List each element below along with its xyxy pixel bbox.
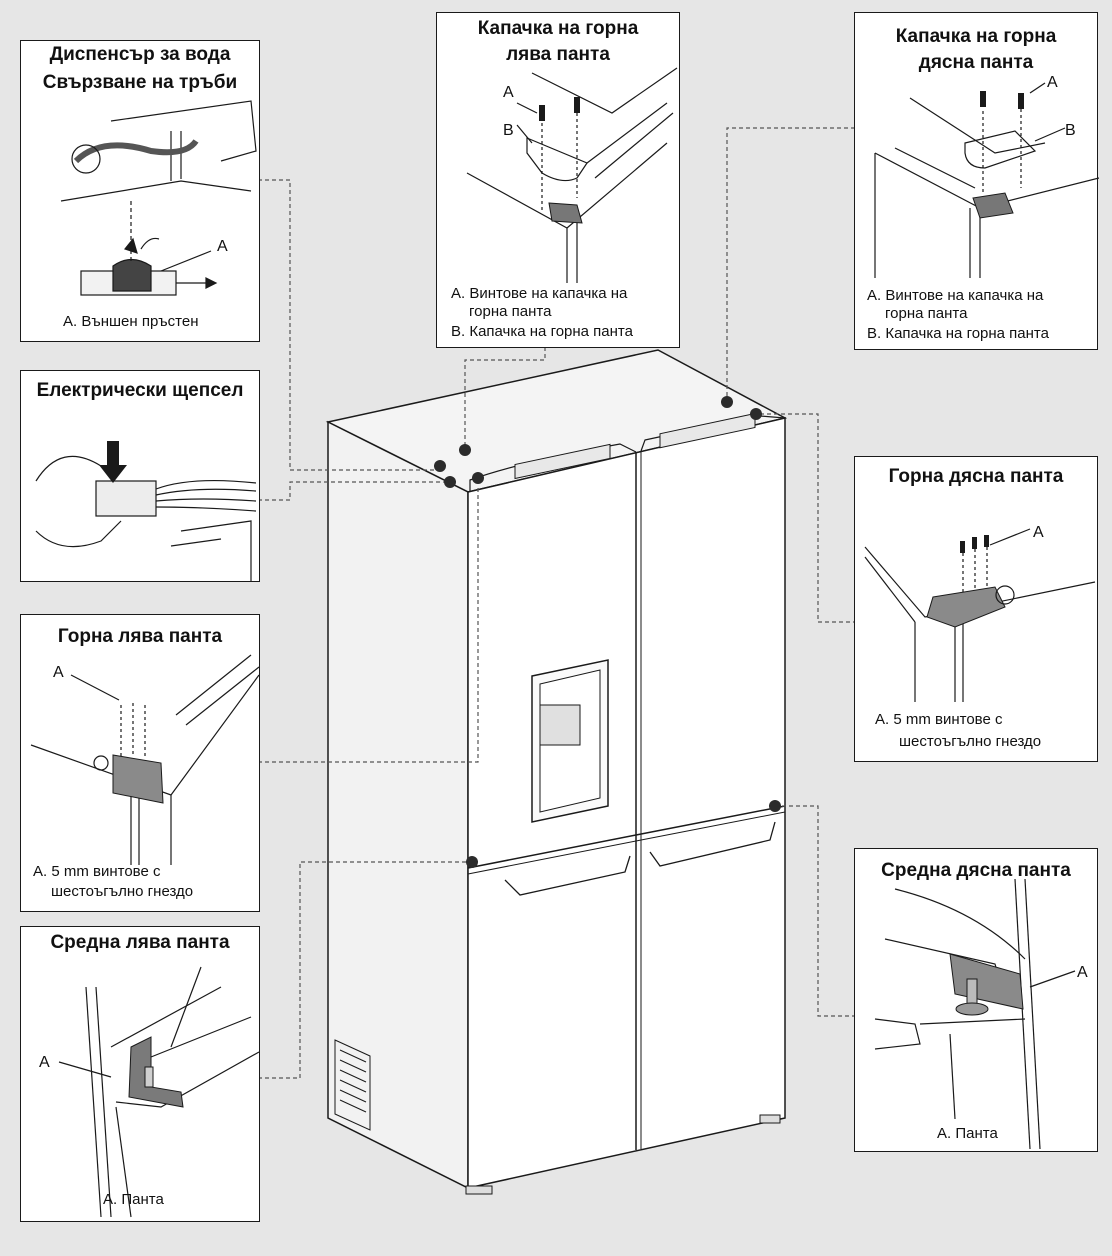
panel-electric-plug: Електрически щепсел [20, 370, 260, 582]
trh-caption-line1: A. 5 mm винтове с [875, 711, 1003, 728]
marker-water [434, 460, 446, 472]
marker-top-right-hinge [750, 408, 762, 420]
tlc-label-a: A [503, 84, 514, 101]
panel-middle-left-hinge: A Средна лява панта A. Панта [20, 926, 260, 1222]
tlc-caption-line1: A. Винтове на капачка на [451, 285, 628, 302]
top-left-cover-drawing: A B [466, 67, 678, 283]
trc-caption-line2: горна панта [885, 305, 968, 322]
panel-water-dispenser: A Диспенсър за вода Свързване на тръби A… [20, 40, 260, 342]
tlc-label-b: B [503, 122, 514, 139]
middle-left-hinge-drawing: A [39, 966, 260, 1218]
marker-top-left-cover [459, 444, 471, 456]
panel-top-right-hinge: A Горна дясна панта A. 5 mm винтове с ше… [854, 456, 1098, 762]
panel-top-right-cover: A B Капачка на горна дясна панта A. Винт… [854, 12, 1099, 350]
top-left-hinge-drawing: A [30, 654, 260, 865]
trc-title-line1: Капачка на горна [895, 26, 1057, 47]
water-title-line2: Свързване на тръби [42, 72, 238, 93]
mlh-label-a: A [39, 1054, 50, 1071]
tlh-label-a: A [53, 664, 64, 681]
tlh-title: Горна лява панта [57, 626, 223, 647]
water-title-line1: Диспенсър за вода [49, 44, 231, 65]
mrh-title: Средна дясна панта [881, 860, 1071, 881]
trc-label-b: B [1065, 122, 1076, 139]
panel-top-left-cover: A B Капачка на горна лява панта A. Винто… [436, 12, 680, 348]
tlc-caption-line3: B. Капачка на горна панта [451, 323, 633, 340]
mlh-title: Средна лява панта [50, 932, 230, 953]
mlh-caption: A. Панта [103, 1191, 164, 1208]
middle-right-hinge-drawing: A [874, 878, 1088, 1150]
marker-middle-left [466, 856, 478, 868]
panel-middle-right-hinge: A Средна дясна панта A. Панта [854, 848, 1098, 1152]
marker-middle-right [769, 800, 781, 812]
trh-title: Горна дясна панта [888, 466, 1064, 487]
trh-caption-line2: шестоъгълно гнездо [899, 733, 1042, 750]
tlc-caption-line2: горна панта [469, 303, 552, 320]
trc-title-line2: дясна панта [918, 52, 1034, 73]
marker-plug [444, 476, 456, 488]
electric-plug-drawing [35, 441, 257, 581]
plug-title: Електрически щепсел [36, 380, 244, 401]
tlh-caption-line1: A. 5 mm винтове с [33, 863, 161, 880]
trh-label-a: A [1033, 524, 1044, 541]
tlc-title-line2: лява панта [506, 44, 610, 65]
marker-top-left-hinge [472, 472, 484, 484]
water-caption: A. Външен пръстен [63, 313, 199, 330]
top-right-hinge-drawing: A [864, 524, 1096, 702]
water-label-a: A [217, 238, 228, 255]
tlh-caption-line2: шестоъгълно гнездо [51, 883, 194, 900]
marker-top-right-cover [721, 396, 733, 408]
panel-top-left-hinge: A Горна лява панта A. 5 mm винтове с шес… [20, 614, 260, 912]
mrh-caption: A. Панта [937, 1125, 998, 1142]
tlc-title-line1: Капачка на горна [477, 18, 639, 39]
top-right-cover-drawing: A B [874, 74, 1099, 278]
mrh-label-a: A [1077, 964, 1088, 981]
trc-caption-line3: B. Капачка на горна панта [867, 325, 1049, 342]
water-tube-drawing: A [60, 100, 257, 296]
trc-caption-line1: A. Винтове на капачка на [867, 287, 1044, 304]
trc-label-a: A [1047, 74, 1058, 91]
